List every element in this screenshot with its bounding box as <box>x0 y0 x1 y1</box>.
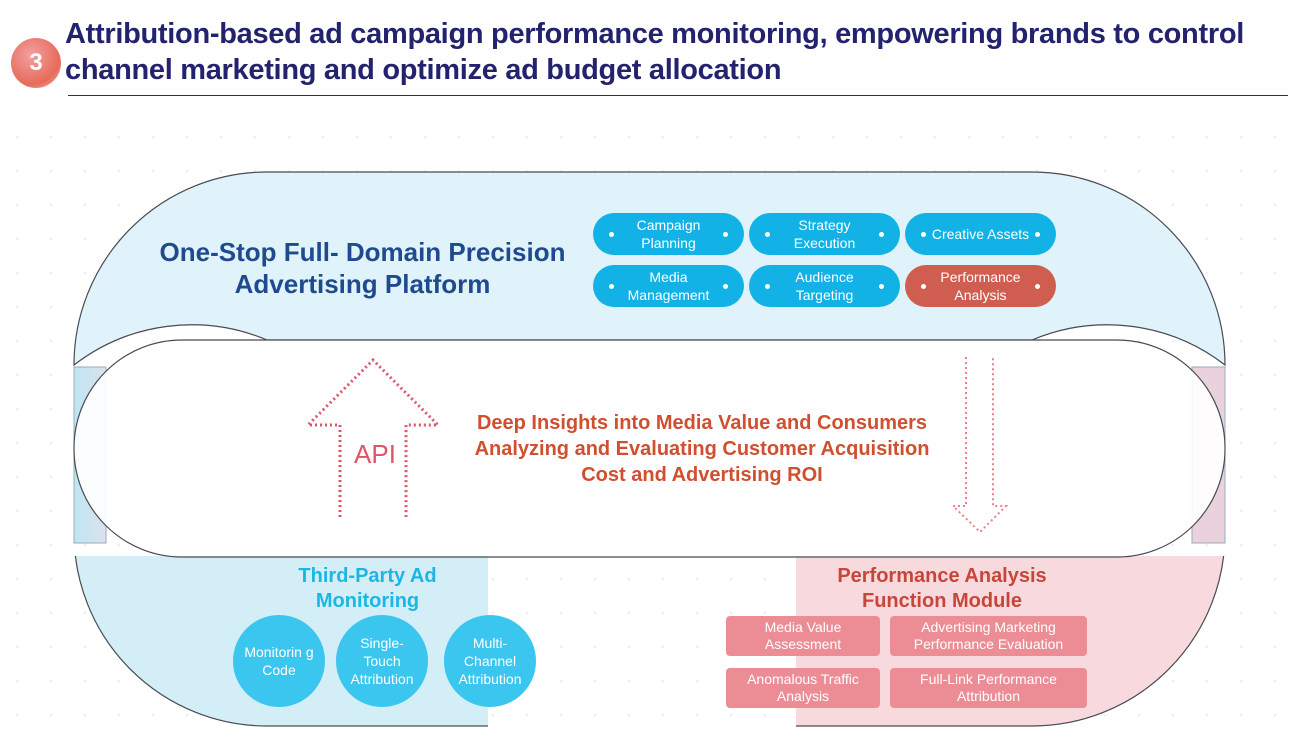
anomalous-traffic-analysis-label: Anomalous Traffic Analysis <box>747 671 859 704</box>
full-link-attribution-box: Full-Link Performance Attribution <box>890 668 1087 708</box>
monitoring-code-circle: Monitorin g Code <box>233 615 325 707</box>
platform-title-line1: One-Stop Full- Domain Precision <box>159 237 566 267</box>
monitoring-code-label: Monitorin g Code <box>244 644 314 678</box>
feature-creative-assets: Creative Assets <box>905 213 1056 255</box>
platform-title: One-Stop Full- Domain Precision Advertis… <box>140 236 585 300</box>
multi-channel-attribution-label: Multi- Channel Attribution <box>458 635 522 687</box>
full-link-attribution-label: Full-Link Performance Attribution <box>920 671 1057 704</box>
third-party-title-line1: Third-Party Ad <box>298 565 437 587</box>
platform-title-line2: Advertising Platform <box>234 269 491 299</box>
feature-campaign-planning: Campaign Planning <box>593 213 744 255</box>
anomalous-traffic-analysis-box: Anomalous Traffic Analysis <box>726 668 880 708</box>
api-label: API <box>354 439 396 469</box>
third-party-title: Third-Party Ad Monitoring <box>260 564 475 614</box>
band-opening <box>73 339 1226 558</box>
performance-module-title-line1: Performance Analysis <box>837 565 1047 587</box>
feature-audience-targeting: Audience Targeting <box>749 265 900 307</box>
page-title: Attribution-based ad campaign performanc… <box>65 18 1244 86</box>
media-value-assessment-box: Media Value Assessment <box>726 616 880 656</box>
feature-media-management: Media Management <box>593 265 744 307</box>
single-touch-attribution-circle: Single- Touch Attribution <box>336 615 428 707</box>
insights-line2: Analyzing and Evaluating Customer Acquis… <box>474 438 930 460</box>
performance-module-title-line2: Function Module <box>862 590 1022 612</box>
single-touch-attribution-label: Single- Touch Attribution <box>350 635 414 687</box>
performance-module-title: Performance Analysis Function Module <box>812 564 1072 614</box>
title-divider <box>68 95 1288 96</box>
insights-text: Deep Insights into Media Value and Consu… <box>452 410 952 488</box>
insights-line1: Deep Insights into Media Value and Consu… <box>476 412 928 434</box>
header: 3 Attribution-based ad campaign performa… <box>0 0 1298 100</box>
section-number-badge: 3 <box>11 38 61 88</box>
advertising-performance-evaluation-label: Advertising Marketing Performance Evalua… <box>913 619 1064 652</box>
api-up-arrow <box>304 357 442 517</box>
feature-strategy-execution: Strategy Execution <box>749 213 900 255</box>
multi-channel-attribution-circle: Multi- Channel Attribution <box>444 615 536 707</box>
media-value-assessment-label: Media Value Assessment <box>764 619 842 652</box>
advertising-performance-evaluation-box: Advertising Marketing Performance Evalua… <box>890 616 1087 656</box>
third-party-title-line2: Monitoring <box>315 590 420 612</box>
feature-performance-analysis: Performance Analysis <box>905 265 1056 307</box>
insights-line3: Cost and Advertising ROI <box>581 464 823 486</box>
